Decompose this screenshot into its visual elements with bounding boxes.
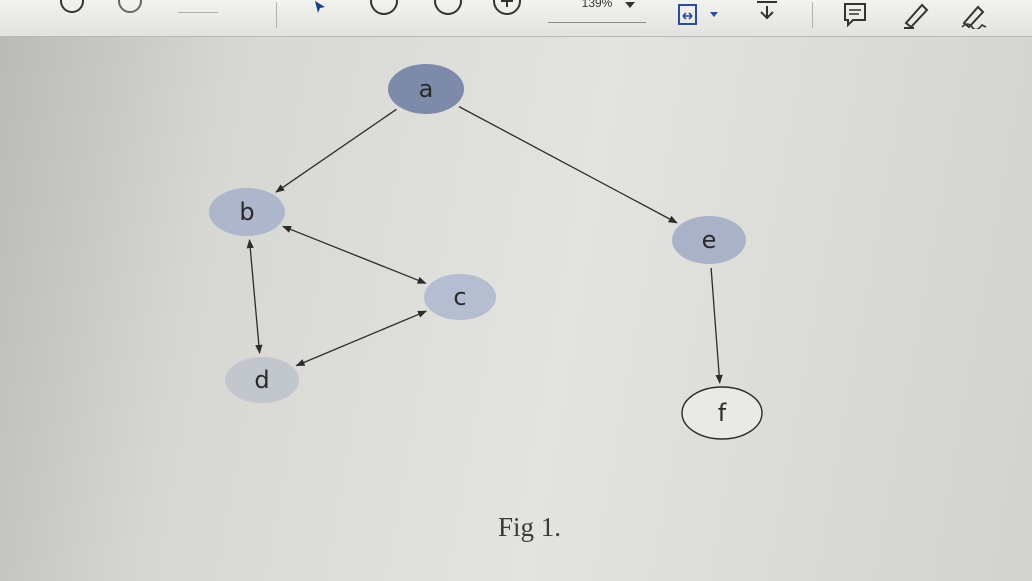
node-b-shape xyxy=(209,188,285,236)
node-a: a xyxy=(388,64,464,114)
node-e-label: e xyxy=(702,226,717,254)
figure-caption: Fig 1. xyxy=(498,512,562,542)
edge-b-c xyxy=(281,225,427,284)
edge-a-e xyxy=(458,106,678,224)
node-d: d xyxy=(225,357,299,403)
circle-outline-icon[interactable] xyxy=(110,0,150,16)
node-f-shape xyxy=(681,386,763,440)
circle-outline-icon[interactable] xyxy=(52,0,92,16)
circle-outline-icon[interactable] xyxy=(364,0,404,16)
zoom-level-field[interactable]: 139% xyxy=(548,0,646,23)
cursor-icon[interactable] xyxy=(308,0,332,22)
toolbar-divider xyxy=(276,2,277,28)
zoom-level-value: 139% xyxy=(581,0,613,10)
graph-edges xyxy=(246,106,723,384)
chevron-down-icon[interactable] xyxy=(620,0,640,20)
node-c: c xyxy=(424,274,496,320)
fit-page-icon[interactable] xyxy=(674,0,704,30)
node-b-label: b xyxy=(239,198,254,226)
edge-e-f xyxy=(710,267,723,384)
highlight-pen-icon[interactable] xyxy=(898,0,934,30)
sign-icon[interactable] xyxy=(956,0,992,30)
circle-outline-icon[interactable] xyxy=(428,0,468,16)
download-icon[interactable] xyxy=(752,0,782,26)
node-c-label: c xyxy=(453,283,466,311)
zoom-in-icon[interactable] xyxy=(487,0,527,16)
node-d-shape xyxy=(225,357,299,403)
edge-a-b xyxy=(275,108,397,193)
node-f-label: f xyxy=(718,399,727,427)
node-a-label: a xyxy=(419,75,434,103)
chevron-down-icon[interactable] xyxy=(706,0,722,30)
node-f: f xyxy=(681,386,763,440)
pdf-toolbar: 139% xyxy=(0,0,1032,37)
toolbar-divider xyxy=(812,2,813,28)
comment-icon[interactable] xyxy=(838,0,872,30)
edge-c-d xyxy=(295,310,428,367)
toolbar-divider xyxy=(178,12,218,13)
node-c-shape xyxy=(424,274,496,320)
edge-b-d xyxy=(246,239,263,354)
graph-nodes: a b c d e f xyxy=(209,64,763,440)
node-b: b xyxy=(209,188,285,236)
node-a-shape xyxy=(388,64,464,114)
node-e: e xyxy=(672,216,746,264)
node-d-label: d xyxy=(254,366,269,394)
node-e-shape xyxy=(672,216,746,264)
